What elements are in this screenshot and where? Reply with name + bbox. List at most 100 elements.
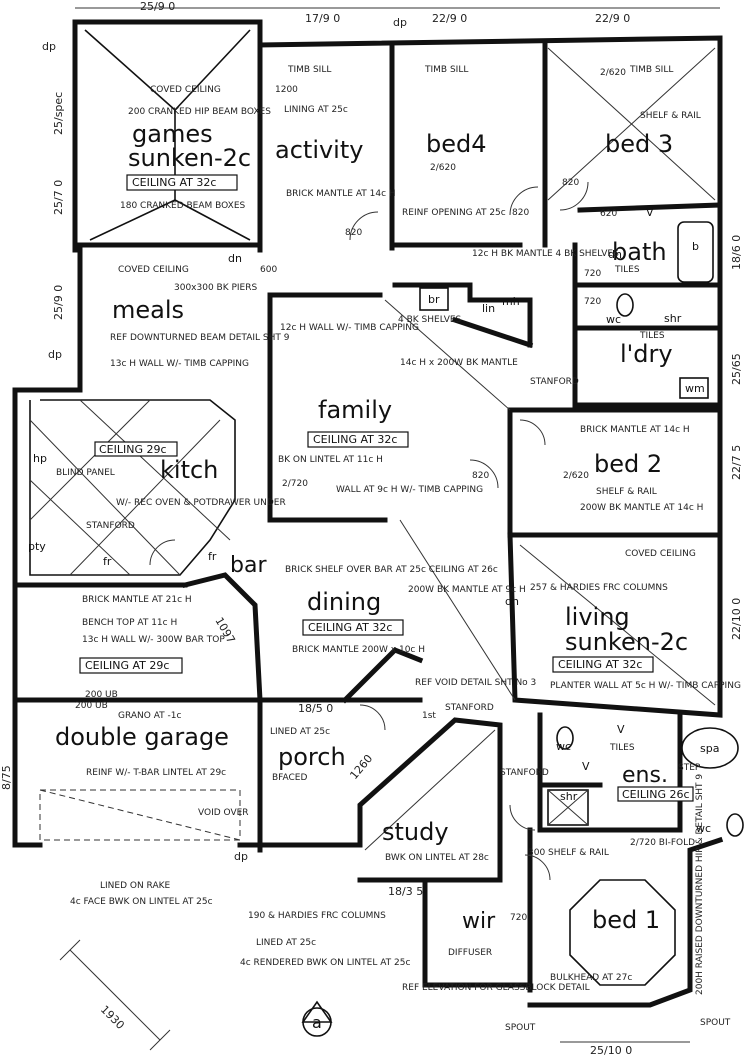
door-820-d: 820: [472, 471, 489, 481]
note-face-bk: 4c FACE BWK ON LINTEL AT 25c: [70, 897, 213, 907]
note-bk-mantle-shelves: 12c H BK MANTLE 4 BK SHELVES: [472, 249, 619, 259]
note-stanford-4: STANFORD: [500, 768, 549, 778]
note-spout-1: SPOUT: [505, 1023, 536, 1033]
note-brick-mantle-2: BRICK MANTLE AT 14c H: [580, 425, 690, 435]
note-wall-timb-1: 13c H WALL W/- TIMB CAPPING: [110, 359, 249, 369]
dim-top-1: 25/9 0: [140, 0, 175, 13]
note-wall-300: 13c H WALL W/- 300W BAR TOP: [82, 635, 225, 645]
fixture-b: b: [692, 240, 699, 253]
dim-porch: 18/5 0: [298, 702, 333, 715]
room-ens: ens.: [622, 763, 668, 788]
room-meals: meals: [112, 296, 184, 324]
beam-200ub: 200 UB: [75, 701, 108, 711]
note-bk-mantle-14: 200W BK MANTLE AT 14c H: [580, 503, 703, 513]
note-games-beams-2: 180 CRANKED BEAM BOXES: [120, 201, 246, 211]
room-games: games: [132, 120, 213, 148]
note-reinf-opening: REINF OPENING AT 25c: [402, 208, 506, 218]
note-bulkhead: BULKHEAD AT 27c: [550, 973, 632, 983]
ceiling-ens: CEILING 26c: [622, 788, 690, 801]
note-garage-ub: 200 UB: [85, 690, 118, 700]
door-2720: 2/720: [282, 479, 308, 489]
room-games-sub: sunken-2c: [128, 144, 251, 172]
note-lined-rake: LINED ON RAKE: [100, 881, 171, 891]
note-spout-2: SPOUT: [700, 1018, 731, 1028]
fixture-labels: br lin mh b wc wc wc shr shr wm hp pty f…: [28, 206, 719, 1032]
note-step: STEP: [678, 763, 701, 773]
fixture-wc-bed1: wc: [696, 822, 711, 835]
note-wall-timb-3: WALL AT 9c H W/- TIMB CAPPING: [336, 485, 483, 495]
dim-left-3: 25/9 0: [52, 285, 65, 320]
note-raised: 200H RAISED DOWNTURNED HIP & DETAIL SHT …: [695, 774, 705, 995]
fixture-fr-kitch: fr: [103, 555, 112, 568]
dim-top-2: 17/9 0: [305, 12, 340, 25]
stairs-dn-3: dn: [608, 248, 622, 261]
stairs-dn-2: dn: [505, 595, 519, 608]
stairs-dn-1: dn: [228, 252, 242, 265]
door-820-c: 820: [562, 178, 579, 188]
fixture-shr-ens: shr: [560, 790, 578, 803]
fixture-mh: mh: [502, 295, 520, 308]
note-shelf-rail-1: SHELF & RAIL: [640, 111, 701, 121]
door-2620-a: 2/620: [600, 68, 626, 78]
note-tiles-3: TILES: [609, 743, 635, 753]
vent-3: V: [582, 760, 590, 773]
note-stanford-2: STANFORD: [530, 377, 579, 387]
note-bk-mantle-200: 14c H x 200W BK MANTLE: [400, 358, 518, 368]
note-games-beams: 200 CRANKED HIP BEAM BOXES: [128, 107, 271, 117]
room-living-sub: sunken-2c: [565, 628, 688, 656]
note-coved-1: COVED CEILING: [150, 85, 221, 95]
fixture-hp: hp: [33, 452, 47, 465]
note-reinf-tbar: REINF W/- T-BAR LINTEL AT 29c: [86, 768, 226, 778]
door-820-a: 820: [345, 228, 362, 238]
room-study: study: [382, 818, 449, 846]
note-bk-mantle-9: 200W BK MANTLE AT 9c H: [408, 585, 526, 595]
fixture-wm: wm: [685, 382, 705, 395]
fixture-br: br: [428, 293, 440, 306]
note-coved-2: COVED CEILING: [118, 265, 189, 275]
note-ref-elevation: REF ELEVATION FOR GLASSBLOCK DETAIL: [402, 983, 590, 993]
note-planter: PLANTER WALL AT 5c H W/- TIMB CAPPING: [550, 681, 741, 691]
ceiling-living: CEILING AT 32c: [558, 658, 642, 671]
note-bk-lintel-28: BWK ON LINTEL AT 28c: [385, 853, 489, 863]
dim-right-4: 22/10 0: [730, 598, 743, 640]
note-bfaced: BFACED: [272, 773, 307, 783]
room-bed3: bed 3: [605, 130, 673, 158]
note-brick-mantle-1: BRICK MANTLE AT 14c H: [286, 189, 396, 199]
room-wir: wir: [462, 909, 496, 934]
note-ref-downturned: REF DOWNTURNED BEAM DETAIL SHT 9: [110, 333, 290, 343]
dim-right-1: 18/6 0: [730, 235, 743, 270]
note-piers: 300x300 BK PIERS: [174, 283, 258, 293]
note-lining-25: LINING AT 25c: [284, 105, 348, 115]
note-bifold: 2/720 BI-FOLD: [630, 838, 695, 848]
room-porch: porch: [278, 743, 346, 771]
note-hardies-cols: 257 & HARDIES FRC COLUMNS: [530, 583, 668, 593]
note-shelf-rail-3: 300 SHELF & RAIL: [528, 848, 609, 858]
dim-corner: 1930: [98, 1003, 127, 1032]
room-family: family: [318, 396, 392, 424]
note-grano: GRANO AT -1c: [118, 711, 181, 721]
fixture-fr-bar: fr: [208, 550, 217, 563]
note-tiles-1: TILES: [614, 265, 640, 275]
door-820-b: 820: [512, 208, 529, 218]
note-rendered: 4c RENDERED BWK ON LINTEL AT 25c: [240, 958, 410, 968]
note-wall-timb-2: 12c H WALL W/- TIMB CAPPING: [280, 323, 419, 333]
ceiling-family: CEILING AT 32c: [313, 433, 397, 446]
note-four-bk-shelves: 4 BK SHELVES: [398, 315, 462, 325]
ceiling-kitch: CEILING 29c: [99, 443, 167, 456]
door-720-c: 720: [510, 913, 527, 923]
section-marker: a: [312, 1013, 322, 1032]
room-bed4: bed4: [426, 130, 487, 158]
note-lined-25: LINED AT 25c: [270, 727, 330, 737]
room-bar: bar: [230, 553, 267, 578]
room-bed1: bed 1: [592, 906, 660, 934]
dim-study-side: 18/3 5: [388, 885, 423, 898]
note-brick-shelf: BRICK SHELF OVER BAR AT 25c CEILING AT 2…: [285, 565, 498, 575]
downpipe-2: dp: [393, 16, 407, 29]
note-brick-mantle-3: BRICK MANTLE AT 21c H: [82, 595, 192, 605]
note-timb-sill-2: TIMB SILL: [424, 65, 468, 75]
note-tiles-2: TILES: [639, 331, 665, 341]
walls: [12, 19, 724, 1008]
room-activity: activity: [275, 136, 363, 164]
fixture-pty: pty: [28, 540, 46, 553]
note-wall-oven: W/- REC OVEN & POTDRAWER UNDER: [116, 498, 286, 508]
